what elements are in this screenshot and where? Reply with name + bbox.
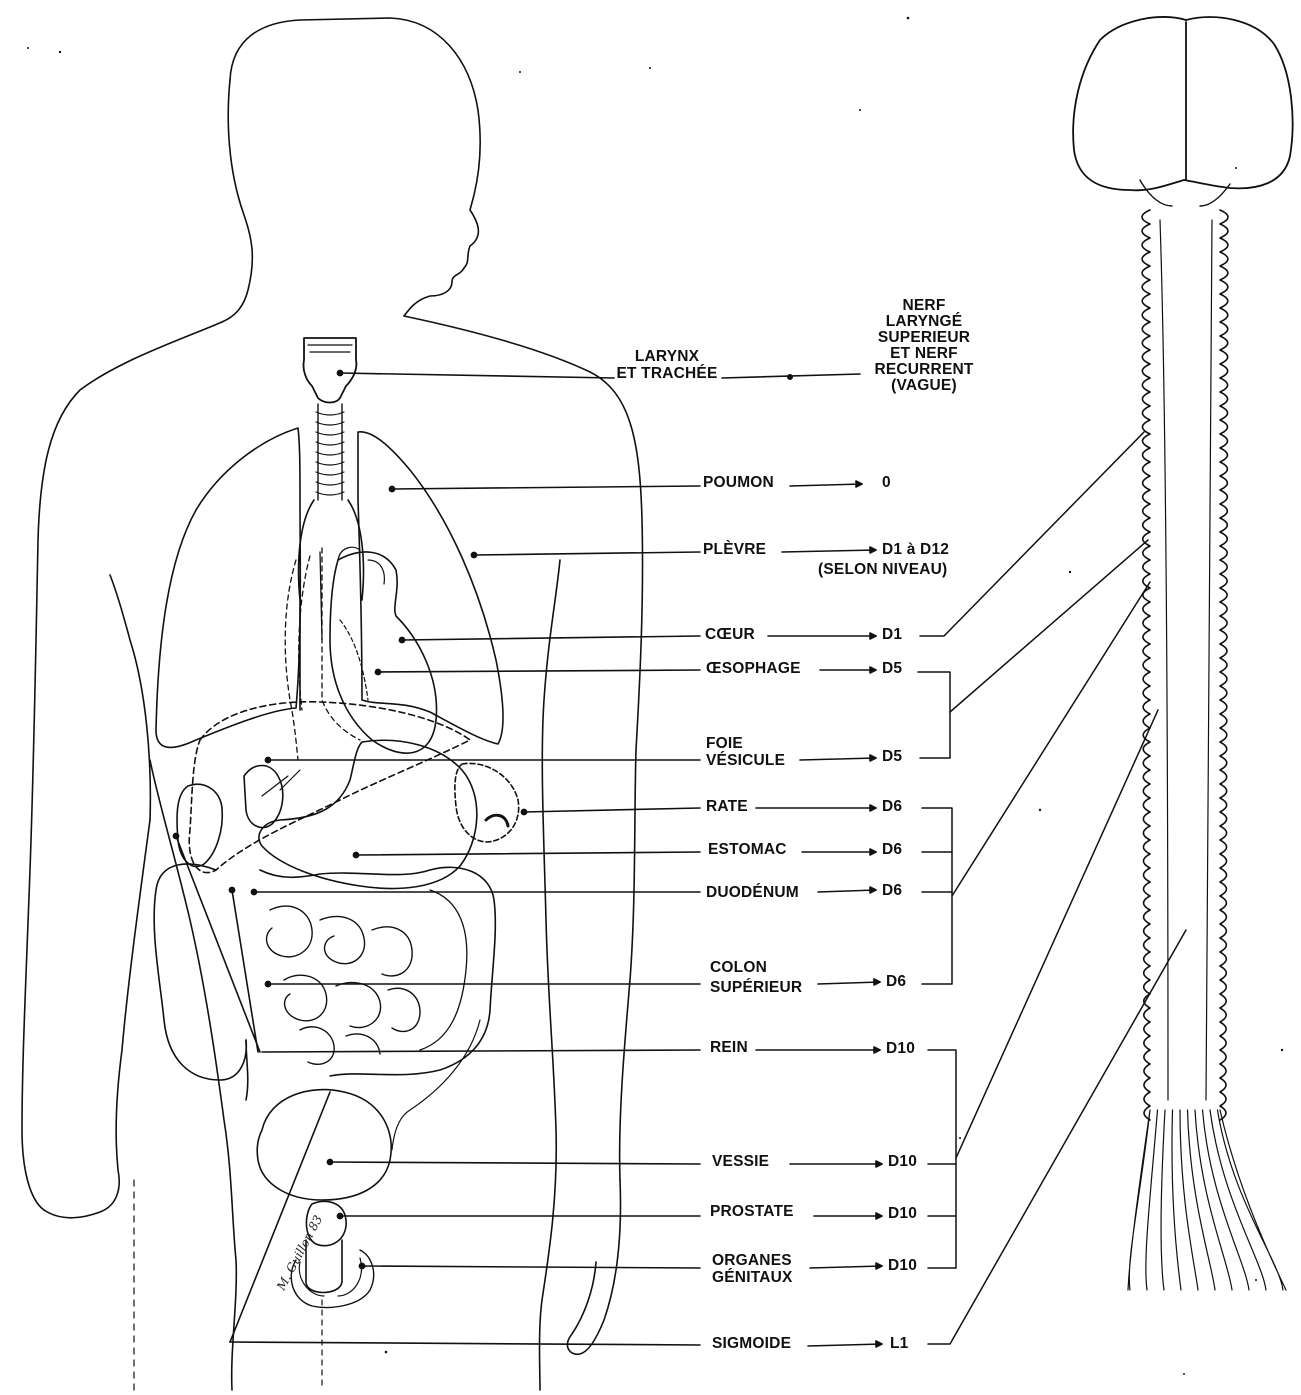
spinal-cord — [1128, 210, 1286, 1290]
label-colon-line1: COLON — [710, 958, 802, 978]
label-oesophage: ŒSOPHAGE — [706, 660, 801, 677]
label-colon: COLON SUPÉRIEUR — [710, 958, 802, 998]
level-foie: D5 — [882, 748, 902, 765]
level-vessie: D10 — [888, 1153, 917, 1170]
label-nerve-line2: LARYNGÉ — [862, 314, 986, 330]
level-prostate: D10 — [888, 1205, 917, 1222]
cord-right-edge — [1220, 210, 1228, 1120]
label-rate: RATE — [706, 798, 748, 815]
cord-inner-line-1 — [1206, 220, 1212, 1100]
label-estomac: ESTOMAC — [708, 841, 787, 858]
note-plevre: (SELON NIVEAU) — [818, 561, 947, 578]
leader-lines — [173, 370, 882, 1347]
speckles — [27, 17, 1283, 1375]
small-intestine — [267, 906, 420, 1064]
label-colon-line2: SUPÉRIEUR — [710, 978, 802, 998]
label-sigmoide: SIGMOIDE — [712, 1335, 791, 1352]
label-vessie: VESSIE — [712, 1153, 769, 1170]
cauda-equina — [1128, 1110, 1286, 1290]
lungs — [156, 428, 503, 747]
level-rate: D6 — [882, 798, 902, 815]
label-duodenum: DUODÉNUM — [706, 884, 799, 901]
stomach — [259, 740, 477, 888]
label-nerve-line5: RECURRENT — [862, 362, 986, 378]
level-sigmoide: L1 — [890, 1335, 909, 1352]
label-foie-line1: FOIE — [706, 735, 785, 752]
cord-left-edge — [1142, 210, 1150, 1120]
label-larynx-line2: ET TRACHÉE — [612, 365, 722, 382]
label-coeur: CŒUR — [705, 626, 755, 643]
label-poumon: POUMON — [703, 474, 774, 491]
level-rein: D10 — [886, 1040, 915, 1057]
level-brackets — [918, 432, 1186, 1344]
level-colon: D6 — [886, 973, 906, 990]
brain — [1073, 17, 1292, 206]
label-foie-line2: VÉSICULE — [706, 752, 785, 769]
label-foie: FOIE VÉSICULE — [706, 735, 785, 769]
level-poumon: 0 — [882, 474, 891, 491]
label-plevre: PLÈVRE — [703, 541, 766, 558]
label-nerve-line1: NERF — [862, 298, 986, 314]
label-nerve-line6: (VAGUE) — [862, 378, 986, 394]
heart — [320, 547, 437, 753]
label-organes-line1: ORGANES — [712, 1252, 793, 1269]
sigmoid-lines — [230, 1092, 700, 1345]
level-plevre: D1 à D12 — [882, 541, 949, 558]
label-larynx: LARYNX ET TRACHÉE — [612, 348, 722, 382]
liver — [189, 702, 470, 873]
label-rein: REIN — [710, 1039, 748, 1056]
level-organes: D10 — [888, 1257, 917, 1274]
colon — [154, 864, 495, 1100]
label-nerve-line3: SUPERIEUR — [862, 330, 986, 346]
level-coeur: D1 — [882, 626, 902, 643]
label-prostate: PROSTATE — [710, 1203, 794, 1220]
label-organes: ORGANES GÉNITAUX — [712, 1252, 793, 1286]
level-oesophage: D5 — [882, 660, 902, 677]
body-outline — [22, 18, 643, 1390]
label-organes-line2: GÉNITAUX — [712, 1269, 793, 1286]
spleen — [455, 763, 519, 842]
esophagus-dashed — [285, 548, 360, 760]
level-estomac: D6 — [882, 841, 902, 858]
label-nerve-line4: ET NERF — [862, 346, 986, 362]
level-duodenum: D6 — [882, 882, 902, 899]
label-nerve: NERF LARYNGÉ SUPERIEUR ET NERF RECURRENT… — [862, 298, 986, 394]
label-larynx-line1: LARYNX — [612, 348, 722, 365]
